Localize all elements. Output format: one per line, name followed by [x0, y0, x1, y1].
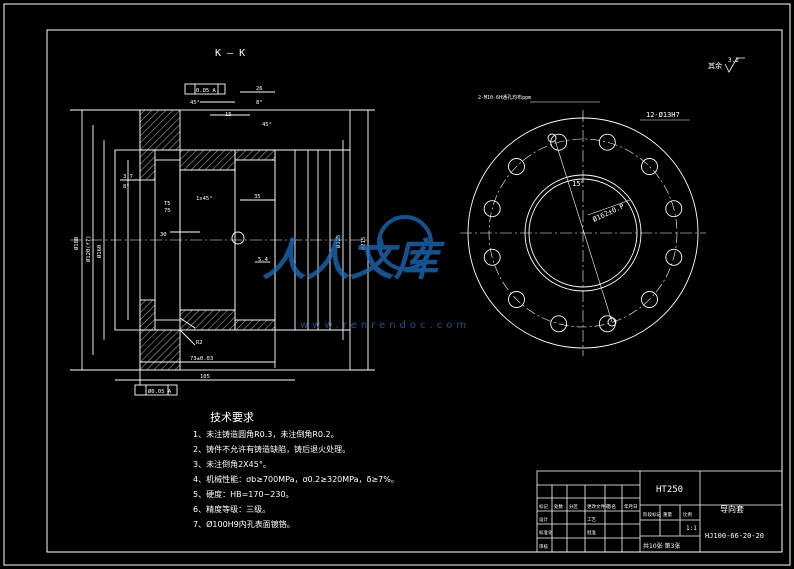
- roughness-symbol: [724, 57, 745, 73]
- watermark-url: www.renrendoc.com: [300, 320, 470, 331]
- tech-req-item: 5、硬度：HB=170~230。: [193, 489, 294, 499]
- dim-19: 105: [200, 374, 210, 380]
- watermark: 人人文库 www.renrendoc.com: [262, 215, 470, 331]
- note-pcd: Ø162±0.P: [591, 202, 625, 224]
- dim-14: Ø160: [96, 245, 103, 258]
- outer-border: [3, 3, 791, 566]
- dim-21: 0.05 A: [196, 88, 217, 94]
- row2-label: 设计: [539, 516, 548, 523]
- dim-4: 45°: [262, 122, 272, 128]
- bolt-hole: [508, 291, 525, 308]
- part-name: 导向套: [720, 504, 744, 514]
- row2-label: 工艺: [587, 517, 596, 523]
- section-label: K — K: [215, 48, 245, 59]
- row-label: 年月日: [624, 503, 638, 510]
- tech-req-item: 7、Ø100H9内孔表面镀铬。: [193, 519, 295, 529]
- tech-req-list: 1、未注铸造圆角R0.3，未注倒角R0.2。 2、铸件不允许有铸造缺陷，铸后退火…: [193, 429, 399, 529]
- tech-req-item: 4、机械性能：σb≥700MPa，σ0.2≥320MPa，δ≥7%。: [193, 474, 399, 484]
- threaded-hole: [547, 133, 557, 143]
- dim-7: T5: [164, 201, 171, 207]
- dim-15: Ø215: [360, 237, 367, 250]
- row-label: 标记: [539, 503, 548, 510]
- roughness-note: 其余: [708, 61, 722, 70]
- dim-6: 8°: [123, 184, 130, 190]
- dim-20: Ø0.05 A: [148, 388, 172, 395]
- scale: 1:1: [686, 525, 697, 532]
- stage-label: 重量: [663, 511, 672, 518]
- row-label: 更改文件号: [587, 503, 610, 510]
- dim-2: 8°: [256, 100, 263, 106]
- dim-12: Ø180: [73, 237, 80, 250]
- bolt-hole: [483, 248, 501, 266]
- tech-req-item: 2、铸件不允许有铸造缺陷，铸后退火处理。: [193, 444, 350, 454]
- section-dims: 26 45° 8° 15 45° 3.7 8° T5 75 1x45° 35 3…: [73, 86, 367, 395]
- row2-label: 审核: [539, 543, 548, 550]
- tech-req-item: 3、未注倒角2X45°。: [193, 459, 271, 469]
- note-angle: 15°: [572, 180, 585, 188]
- sheet-info: 共10张 第3张: [643, 542, 680, 550]
- dim-5: 3.7: [123, 174, 133, 180]
- bolt-hole: [550, 315, 568, 333]
- tech-req-item: 1、未注铸造圆角R0.3，未注倒角R0.2。: [193, 429, 339, 439]
- dim-13: Ø120(f7): [85, 236, 92, 263]
- dim-0: 26: [256, 86, 263, 92]
- dim-16: Ø125: [335, 235, 342, 248]
- bolt-hole: [508, 158, 525, 175]
- row2-label: 批准: [587, 529, 596, 536]
- row-label: 分区: [569, 503, 578, 510]
- bolt-hole: [483, 200, 501, 218]
- bolt-hole: [641, 158, 658, 175]
- watermark-brand: 人人文库: [262, 235, 445, 286]
- dim-9: 1x45°: [196, 196, 213, 202]
- tech-req-title: 技术要求: [210, 411, 254, 424]
- section-view: [70, 83, 375, 396]
- stage-label: 阶段标记: [643, 511, 661, 518]
- flange-end-view: [460, 101, 706, 356]
- bolt-hole: [598, 133, 616, 151]
- dim-1: 45°: [190, 100, 200, 106]
- watermark-logo-ring: [377, 215, 433, 271]
- stage-label: 比例: [683, 511, 692, 518]
- note-holes: 2-M10-6H通孔均布ppm: [478, 94, 531, 101]
- row-label: 处数: [554, 503, 563, 510]
- dim-8: 75: [164, 208, 171, 214]
- tech-req-item: 6、精度等级：三级。: [193, 504, 270, 514]
- title-block: [536, 470, 783, 553]
- dim-10: 35: [254, 194, 261, 200]
- dim-17: 5.4: [258, 257, 269, 263]
- drawing-no: HJ100-66-20-20: [705, 532, 764, 540]
- bolt-holes: [483, 133, 683, 333]
- bolt-hole: [641, 291, 658, 308]
- row2-label: 标准化: [539, 529, 553, 536]
- material: HT250: [656, 485, 683, 495]
- dim-11: 30: [160, 232, 167, 238]
- dim-18: 73±0.03: [190, 356, 213, 362]
- row-label: 签名: [607, 503, 616, 510]
- bolt-hole: [665, 248, 683, 266]
- dim-3: 15: [225, 112, 232, 118]
- roughness-value: 3.2: [728, 57, 739, 64]
- bolt-hole: [665, 200, 683, 218]
- title-row-labels: 标记 处数 分区 更改文件号 签名 年月日 设计 标准化 审核 工艺 批准 阶段…: [539, 503, 692, 550]
- inner-frame: [46, 29, 783, 553]
- note-bolt: 12-Ø13H7: [646, 111, 680, 119]
- dim-22: R2: [196, 340, 203, 346]
- threaded-hole: [607, 317, 617, 327]
